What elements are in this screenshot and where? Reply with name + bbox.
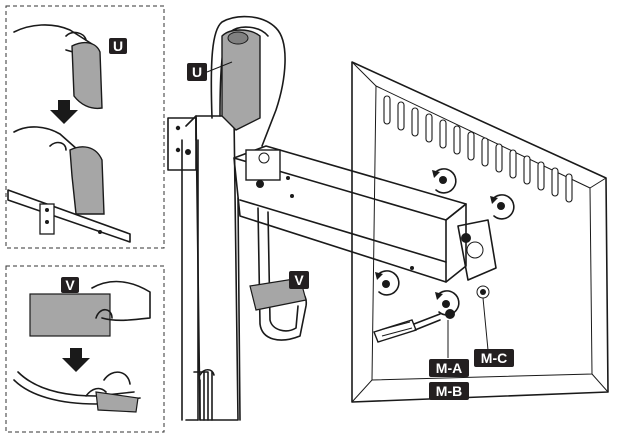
cover-on-arm: [69, 146, 105, 215]
label-v-inset: V: [61, 277, 79, 293]
cover-u-main: [221, 29, 261, 131]
label-u-main-text: U: [192, 64, 202, 80]
hand-press-v: [103, 371, 131, 385]
down-arrow-top: [50, 100, 78, 124]
leader-mc: [482, 297, 489, 351]
label-u-main: U: [187, 61, 233, 81]
inset-frame-bottom: [5, 265, 165, 433]
cover-v-applied: [95, 391, 139, 413]
down-arrow-bottom: [62, 348, 90, 372]
inset-cover-u: [5, 5, 165, 249]
horizontal-arm: [233, 145, 471, 283]
inset-frame-top: [5, 5, 165, 249]
screw-hole-top-left: [432, 168, 457, 194]
label-v-main: V: [289, 271, 309, 289]
hand-press-top: [13, 126, 79, 151]
washer-mc: [480, 289, 486, 295]
label-mb-text: M-B: [436, 383, 462, 399]
inset-cover-v: [5, 265, 165, 433]
screwdriver: [373, 309, 455, 343]
monitor-inner-panel: [371, 85, 593, 381]
label-u-inset: U: [109, 38, 127, 54]
label-ma-text: M-A: [436, 360, 462, 376]
label-v-inset-text: V: [65, 277, 75, 293]
left-clamp: [167, 117, 197, 171]
lower-handle: [193, 207, 308, 421]
arm-curve-v-inset: [13, 379, 141, 405]
hand-v-inset: [91, 280, 151, 322]
label-mc-text: M-C: [481, 350, 507, 366]
arm-handle: [210, 15, 286, 147]
label-u-inset-text: U: [113, 38, 123, 54]
label-v-main-text: V: [294, 272, 304, 288]
label-mb: M-B: [429, 382, 469, 400]
pole-front-face: [195, 115, 239, 421]
vent-slots: [383, 95, 573, 203]
screw-hole-top-right: [490, 194, 515, 220]
label-ma: M-A: [429, 359, 469, 377]
vesa-plate: [457, 219, 497, 281]
screw-hole-bottom-left: [375, 270, 400, 296]
label-mc: M-C: [474, 349, 514, 367]
mount-pole: [181, 115, 241, 421]
cover-u-piece: [71, 41, 103, 110]
arm-bar-top-inset: [7, 189, 131, 243]
